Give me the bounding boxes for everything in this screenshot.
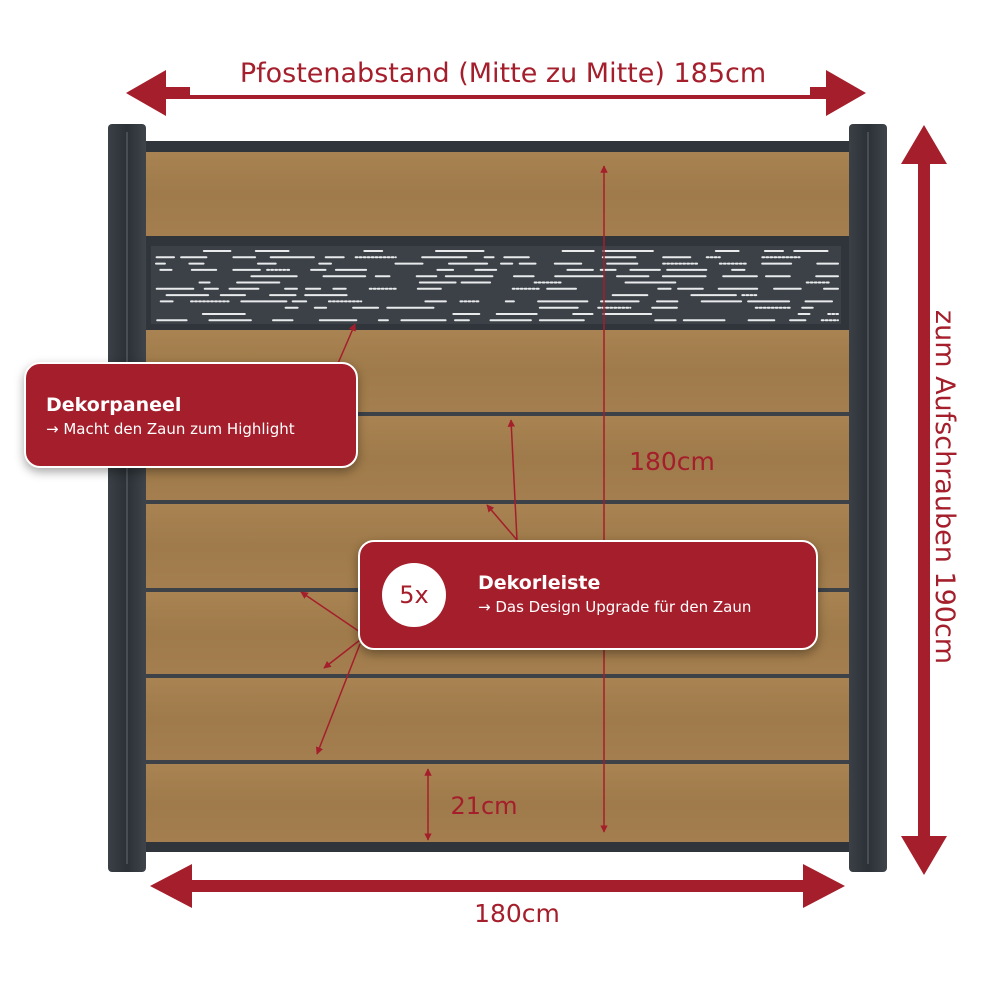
callout-strip-subtitle: → Das Design Upgrade für den Zaun — [478, 598, 752, 616]
leader-strip-2 — [486, 504, 518, 541]
decor-panel-inner — [151, 246, 841, 324]
callout-decor-panel: Dekorpaneel → Macht den Zaun zum Highlig… — [24, 362, 358, 468]
decor-strip — [145, 500, 850, 504]
top-rail — [140, 141, 852, 152]
callout-decor-strip: 5x Dekorleiste → Das Design Upgrade für … — [358, 540, 818, 650]
leader-lines — [300, 323, 518, 755]
leader-panel — [335, 323, 356, 369]
leader-strip-4 — [323, 639, 361, 669]
post-spacing-label: Pfostenabstand (Mitte zu Mitte) 185cm — [240, 58, 766, 89]
fence-board — [145, 764, 850, 844]
decor-strip — [145, 760, 850, 764]
height-label: 180cm — [629, 447, 715, 476]
fence-board-top — [145, 150, 850, 236]
decor-strip — [145, 674, 850, 678]
width-label: 180cm — [474, 899, 560, 928]
screw-height-label: zum Aufschrauben 190cm — [929, 310, 960, 664]
leader-strip-3 — [300, 591, 361, 633]
fence-board — [145, 678, 850, 760]
dimension-label-bg — [190, 55, 810, 95]
decor-panel-pattern — [155, 250, 839, 322]
callout-strip-title: Dekorleiste — [478, 572, 601, 594]
leader-strip-5 — [315, 643, 361, 755]
board-height-label: 21cm — [450, 792, 517, 820]
dimension-arrow-right — [901, 125, 947, 875]
bottom-rail — [140, 842, 852, 852]
leader-strip-1 — [507, 419, 518, 541]
dimension-arrow-bottom — [150, 864, 845, 908]
strip-count-badge: 5x — [382, 563, 446, 627]
decor-strip — [145, 412, 850, 416]
callout-panel-subtitle: → Macht den Zaun zum Highlight — [46, 420, 295, 438]
callout-panel-title: Dekorpaneel — [46, 394, 182, 416]
